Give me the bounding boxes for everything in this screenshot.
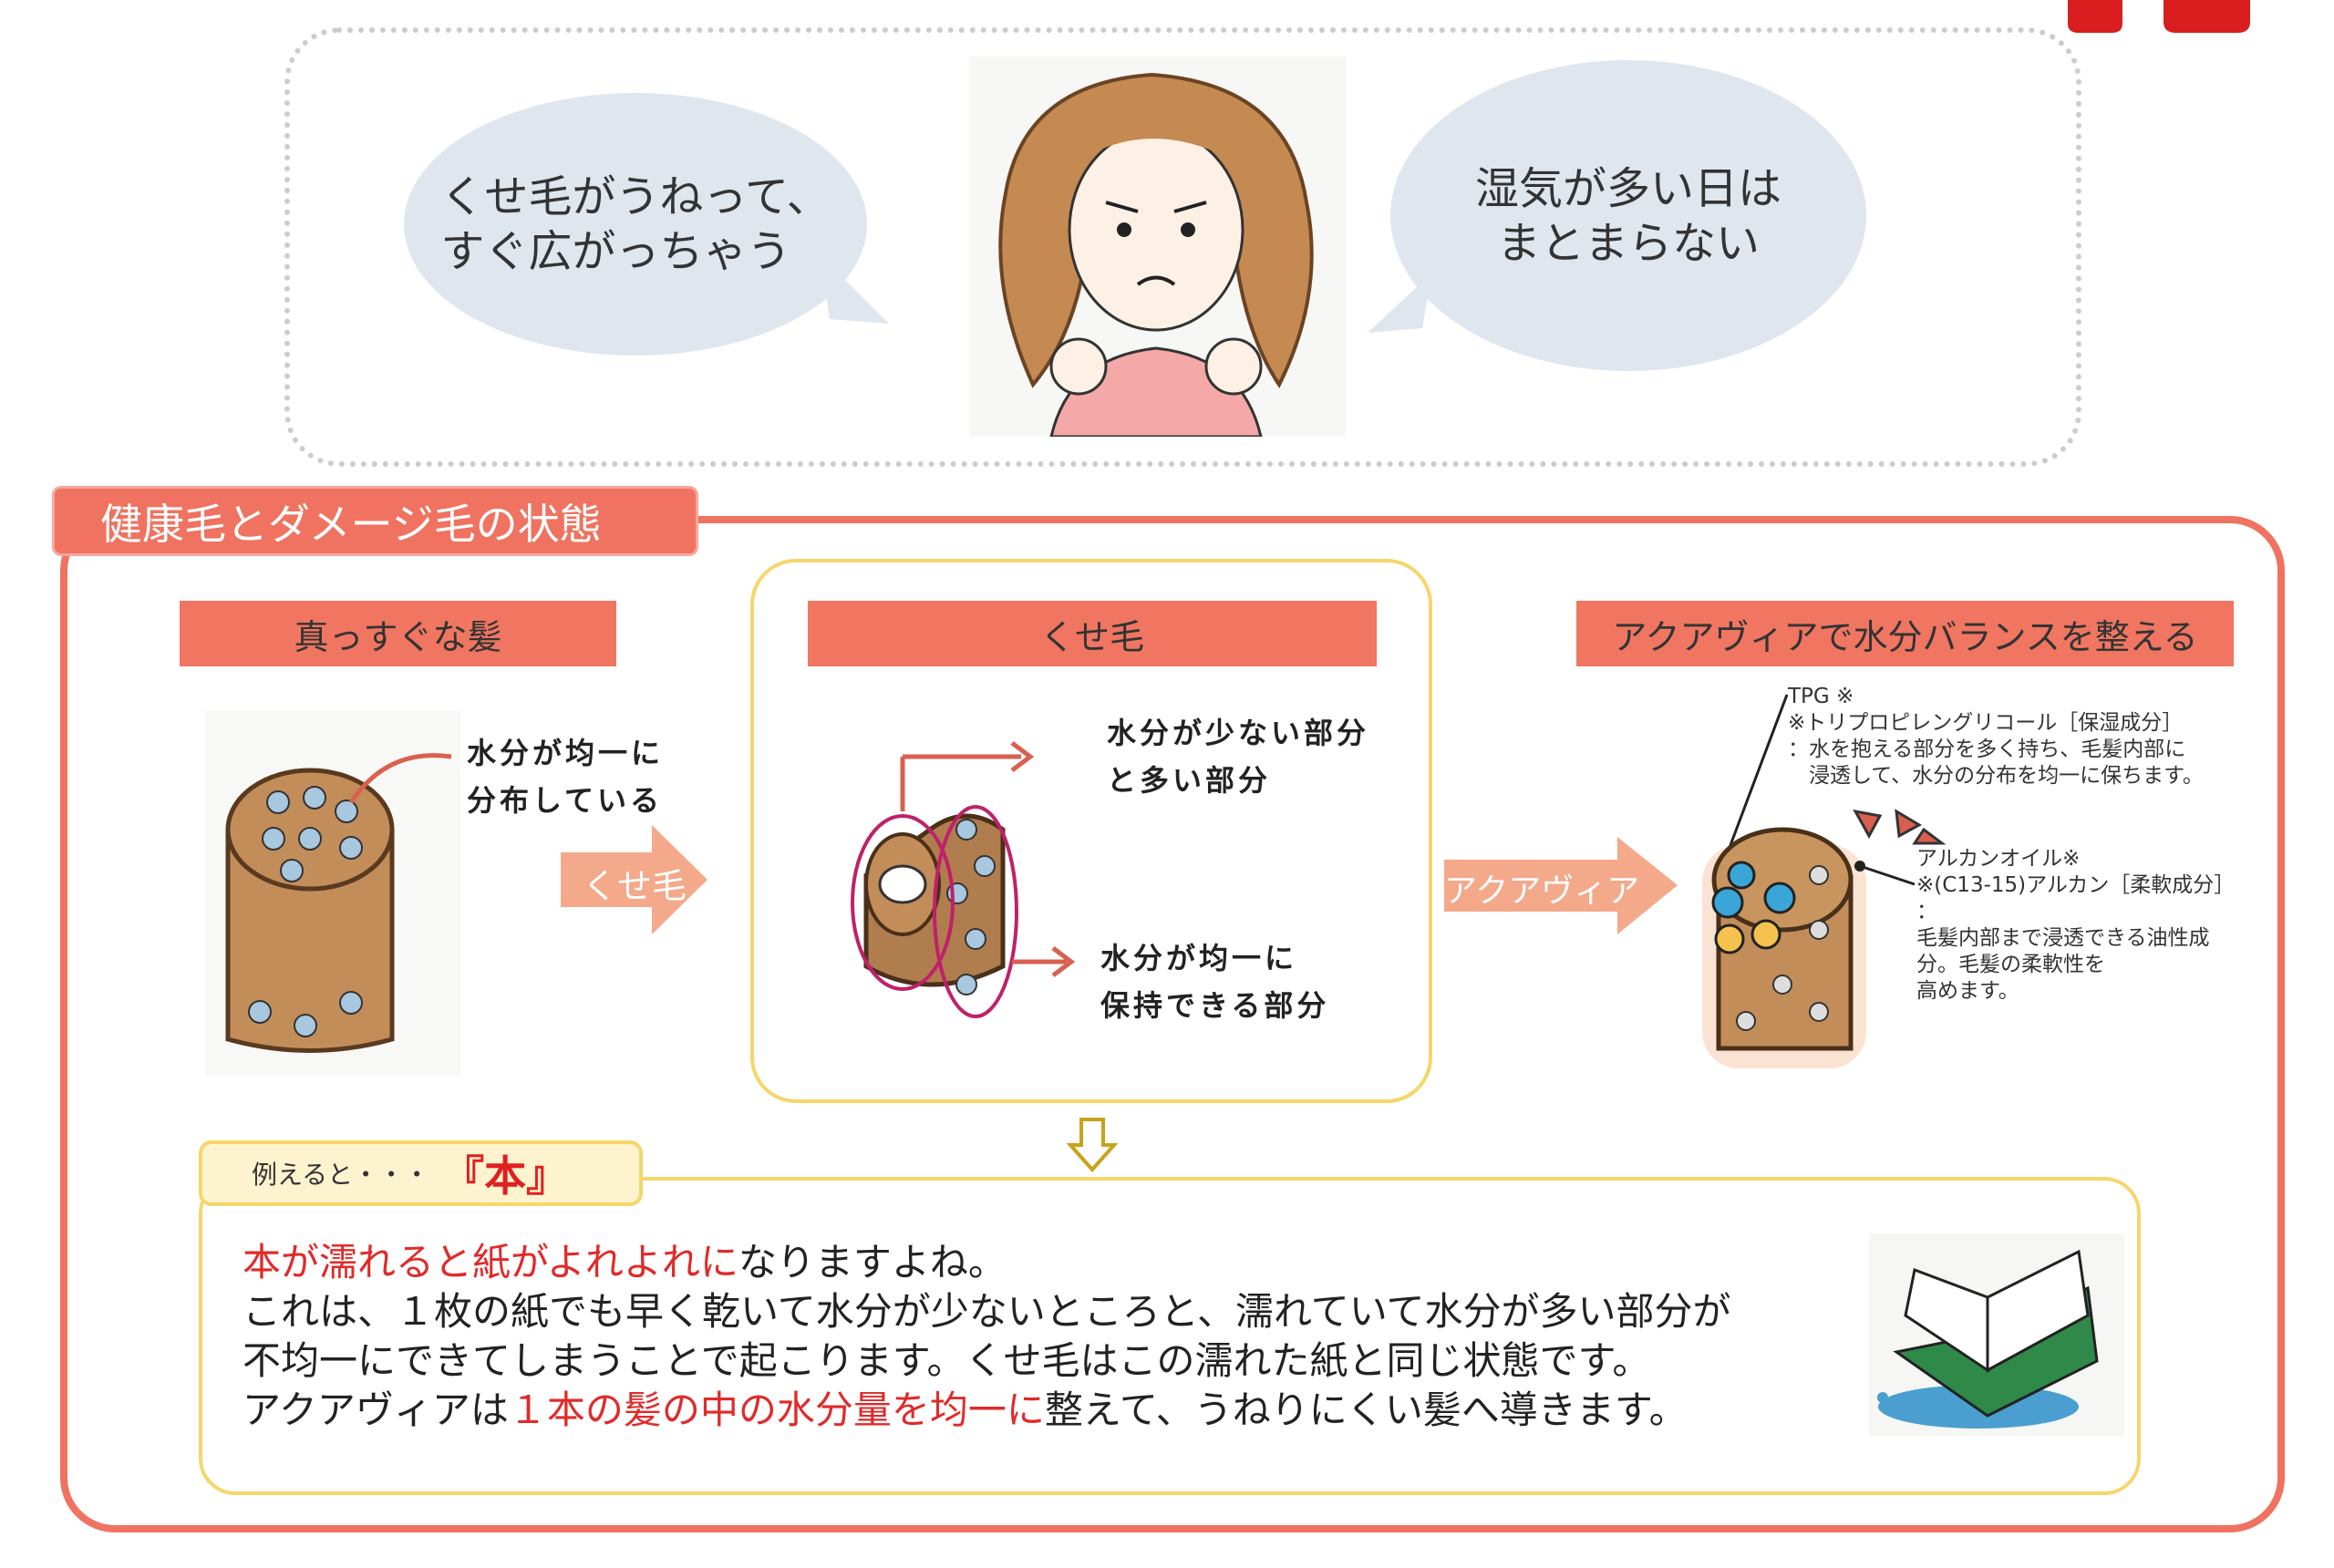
note-line: ：水を抱える部分を多く持ち、毛髪内部に [1788, 738, 2186, 761]
speech-bubble-left: くせ毛がうねって、すぐ広がっちゃう [404, 93, 867, 356]
note-line: 高めます。 [1916, 979, 2019, 1003]
note-line: 毛髪内部まで浸透できる油性成 [1916, 926, 2210, 950]
label-line: と多い部分 [1107, 763, 1272, 798]
worried-woman-illustration [969, 57, 1346, 437]
bubble-text: すぐ広がっちゃう [440, 226, 791, 277]
column-header-curly: くせ毛 [808, 601, 1377, 666]
example-panel [199, 1177, 2141, 1495]
note-line: 分。毛髪の柔軟性を [1916, 953, 2105, 976]
concern-panel [284, 27, 2081, 467]
arrow-label: アクアヴィア [1444, 872, 1640, 910]
aquavia-hair-illustration [1702, 694, 1947, 1068]
column-header-straight: 真っすぐな髪 [180, 601, 616, 666]
highlight-text: １本の髪の中の水分量を均一に [508, 1387, 1045, 1432]
bubble-text: 湿気が多い日は [1474, 162, 1781, 214]
note-line: 浸透して、水分の分布を均一に保ちます。 [1788, 764, 2204, 788]
arrow-to-curly: くせ毛 [561, 825, 707, 934]
example-tab-label: 例えると・・・ [252, 1160, 430, 1190]
body-text: アクアヴィアは [243, 1387, 509, 1432]
bubble-text: まとまらない [1496, 217, 1760, 269]
note-line: ※トリプロピレングリコール［保湿成分］ [1788, 711, 2184, 735]
right-arrow-icon [1444, 837, 1678, 934]
label-line: 保持できる部分 [1100, 988, 1330, 1023]
speech-bubble-right: 湿気が多い日はまとまらない [1390, 60, 1866, 371]
hair-state-frame [60, 516, 2285, 1532]
example-body: 本が濡れると紙がよれよれになりますよね。 これは、１枚の紙でも早く乾いて水分が少… [243, 1238, 1731, 1435]
wet-book-illustration [1869, 1233, 2124, 1436]
arrow-label: くせ毛 [583, 866, 687, 906]
bubble-tail [1368, 273, 1431, 333]
note-line: ※(C13-15)アルカン［柔軟成分］ [1916, 873, 2236, 897]
label-line: 水分が均一に [467, 736, 665, 770]
curly-hair-illustration [851, 741, 1076, 1018]
example-tab-highlight: 『本』 [442, 1151, 569, 1201]
arrow-to-aquavia: アクアヴィア [1444, 837, 1678, 934]
example-tab: 例えると・・・ 『本』 [199, 1140, 643, 1206]
note-line: アルカンオイル※ [1916, 847, 2081, 871]
label-line: 水分が均一に [1100, 941, 1298, 975]
straight-hair-illustration [205, 711, 460, 1076]
argan-note: アルカンオイル※ ※(C13-15)アルカン［柔軟成分］ ： 毛髪内部まで浸透で… [1916, 846, 2235, 1005]
bubble-text: くせ毛がうねって、 [440, 171, 831, 222]
product-bottles-image [2063, 0, 2250, 33]
note-line: TPG ※ [1788, 685, 1854, 708]
label-line: 分布している [467, 783, 664, 818]
body-text: これは、１枚の紙でも早く乾いて水分が少ないところと、濡れていて水分が多い部分が [243, 1289, 1731, 1334]
tpg-note: TPG ※ ※トリプロピレングリコール［保湿成分］ ：水を抱える部分を多く持ち、… [1788, 684, 2204, 789]
curly-label-top: 水分が少ない部分 と多い部分 [1107, 709, 1369, 804]
right-arrow-icon [561, 825, 707, 934]
label-line: 水分が少ない部分 [1107, 716, 1370, 750]
body-text: 整えて、うねりにくい髪へ導きます。 [1044, 1387, 1688, 1432]
column-header-aquavia: アクアヴィアで水分バランスを整える [1576, 601, 2234, 666]
body-text: 不均一にできてしまうことで起こります。くせ毛はこの濡れた紙と同じ状態です。 [243, 1338, 1651, 1383]
highlight-text: 本が濡れると紙がよれよれに [243, 1240, 738, 1284]
curly-label-bottom: 水分が均一に 保持できる部分 [1100, 934, 1329, 1029]
note-line: ： [1916, 900, 1937, 923]
body-text: なりますよね。 [738, 1240, 1007, 1284]
down-arrow-icon [1067, 1118, 1118, 1173]
straight-hair-label: 水分が均一に 分布している [467, 729, 664, 824]
section-title: 健康毛とダメージ毛の状態 [52, 486, 698, 556]
bubble-tail [821, 255, 889, 324]
